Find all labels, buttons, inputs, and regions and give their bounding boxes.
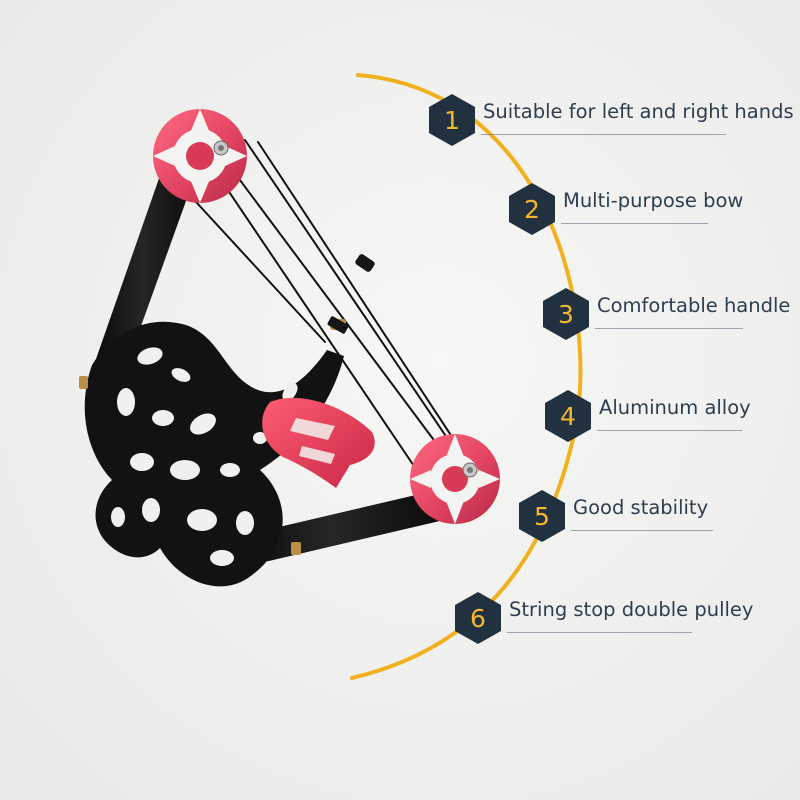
hexagon-icon: 3 <box>543 288 589 340</box>
grip-cutouts <box>290 418 335 464</box>
lower-cam <box>410 434 500 524</box>
feature-label: String stop double pulley <box>509 598 754 621</box>
feature-label: Aluminum alloy <box>599 396 751 419</box>
feature-number: 2 <box>524 194 540 224</box>
feature-underline <box>507 632 692 633</box>
feature-underline <box>561 223 708 224</box>
feature-underline <box>481 134 726 135</box>
feature-label: Comfortable handle <box>597 294 791 317</box>
feature-underline <box>571 530 713 531</box>
upper-cam <box>153 109 247 203</box>
feature-number: 3 <box>558 299 574 329</box>
hexagon-icon: 6 <box>455 592 501 644</box>
feature-number: 6 <box>470 603 486 633</box>
bow-strings <box>184 139 486 488</box>
hexagon-icon: 5 <box>519 490 565 542</box>
string-stop <box>327 254 375 334</box>
feature-number: 4 <box>560 401 576 431</box>
upper-limb <box>88 164 195 390</box>
feature-number: 5 <box>534 501 550 531</box>
feature-label: Suitable for left and right hands <box>483 100 794 123</box>
compound-bow <box>79 109 500 587</box>
feature-underline <box>595 328 743 329</box>
hexagon-icon: 4 <box>545 390 591 442</box>
riser-cutouts <box>111 347 298 566</box>
feature-underline <box>597 430 742 431</box>
feature-number: 1 <box>444 105 460 135</box>
hexagon-icon: 2 <box>509 183 555 235</box>
feature-label: Good stability <box>573 496 709 519</box>
feature-label: Multi-purpose bow <box>563 189 744 212</box>
red-grip <box>262 397 375 488</box>
